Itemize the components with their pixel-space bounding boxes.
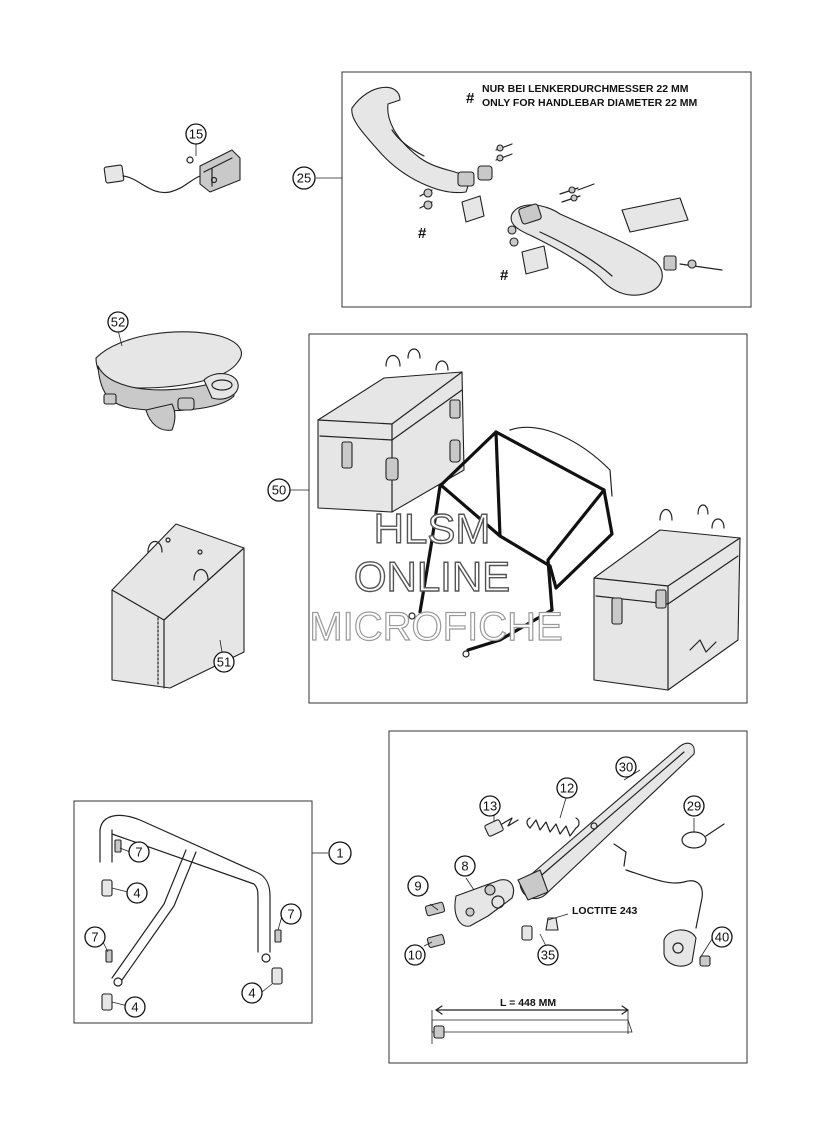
part-13-spring-small[interactable] bbox=[484, 817, 519, 837]
part-15-cable-switch[interactable] bbox=[103, 149, 241, 194]
note-length: L = 448 MM bbox=[500, 997, 556, 1009]
callout-29[interactable]: 29 bbox=[683, 795, 705, 817]
callout-7-right[interactable]: 7 bbox=[280, 903, 302, 925]
callout-52[interactable]: 52 bbox=[107, 311, 129, 333]
svg-text:52: 52 bbox=[111, 315, 125, 330]
svg-text:30: 30 bbox=[619, 760, 633, 775]
part-1-rack-bar[interactable] bbox=[99, 814, 283, 1011]
frame-handguards bbox=[341, 71, 752, 308]
part-40-side-stand-switch[interactable] bbox=[613, 843, 711, 967]
part-51-box[interactable] bbox=[111, 523, 245, 689]
svg-text:8: 8 bbox=[461, 859, 468, 874]
watermark-line-1: HLSM bbox=[374, 505, 491, 552]
callout-50[interactable]: 50 bbox=[267, 478, 291, 502]
svg-text:4: 4 bbox=[131, 1000, 138, 1015]
part-35-stud[interactable] bbox=[521, 917, 559, 941]
part-12-spring[interactable] bbox=[526, 817, 580, 837]
part-10-screw[interactable] bbox=[426, 933, 446, 949]
svg-text:50: 50 bbox=[272, 483, 286, 498]
svg-text:40: 40 bbox=[715, 930, 729, 945]
svg-text:15: 15 bbox=[189, 127, 203, 142]
callout-7-upper[interactable]: 7 bbox=[128, 841, 150, 863]
callout-40[interactable]: 40 bbox=[711, 926, 733, 948]
callout-30[interactable]: 30 bbox=[615, 756, 637, 778]
stand-length-dimension bbox=[431, 1005, 633, 1044]
watermark-line-2: ONLINE bbox=[354, 553, 510, 600]
svg-text:12: 12 bbox=[560, 781, 574, 796]
svg-text:51: 51 bbox=[217, 655, 231, 670]
callout-25[interactable]: 25 bbox=[292, 166, 316, 190]
callout-9[interactable]: 9 bbox=[407, 875, 429, 897]
callout-35[interactable]: 35 bbox=[537, 944, 559, 966]
callout-15[interactable]: 15 bbox=[185, 123, 207, 145]
svg-text:4: 4 bbox=[248, 986, 255, 1001]
svg-text:7: 7 bbox=[91, 930, 98, 945]
svg-text:10: 10 bbox=[408, 948, 422, 963]
svg-text:7: 7 bbox=[135, 845, 142, 860]
callout-7-lower-left[interactable]: 7 bbox=[84, 926, 106, 948]
part-9-screw[interactable] bbox=[424, 901, 446, 917]
loctite-leader bbox=[547, 913, 569, 921]
watermark-line-3: MICROFICHE bbox=[309, 605, 562, 649]
svg-text:29: 29 bbox=[687, 799, 701, 814]
part-30-side-stand[interactable] bbox=[517, 742, 695, 901]
part-29-cable-tie[interactable] bbox=[681, 823, 725, 849]
part-50-luggage-system[interactable] bbox=[317, 348, 741, 691]
callout-8[interactable]: 8 bbox=[454, 855, 476, 877]
frame-side-stand bbox=[388, 730, 748, 1064]
svg-text:1: 1 bbox=[336, 846, 343, 861]
callout-13[interactable]: 13 bbox=[479, 795, 501, 817]
frame-rack-bar bbox=[73, 800, 313, 1024]
note-handlebar-de: NUR BEI LENKERDURCHMESSER 22 MM bbox=[482, 83, 689, 95]
hash-mark-2: # bbox=[500, 267, 509, 284]
callout-10[interactable]: 10 bbox=[404, 944, 426, 966]
svg-text:9: 9 bbox=[414, 879, 421, 894]
callout-51[interactable]: 51 bbox=[213, 651, 235, 673]
svg-text:7: 7 bbox=[287, 907, 294, 922]
frame-luggage-boxes bbox=[308, 333, 748, 704]
hash-note-symbol: # bbox=[466, 90, 475, 107]
callout-1[interactable]: 1 bbox=[328, 841, 352, 865]
part-25-handguards[interactable] bbox=[351, 86, 723, 296]
callout-4-right[interactable]: 4 bbox=[241, 982, 263, 1004]
callout-4-upper[interactable]: 4 bbox=[126, 882, 148, 904]
callout-4-lower-left[interactable]: 4 bbox=[124, 996, 146, 1018]
svg-text:35: 35 bbox=[541, 948, 555, 963]
part-8-stand-bracket[interactable] bbox=[454, 879, 515, 927]
watermark: HLSM ONLINE MICROFICHE bbox=[309, 504, 564, 649]
svg-text:13: 13 bbox=[483, 799, 497, 814]
note-handlebar-en: ONLY FOR HANDLEBAR DIAMETER 22 MM bbox=[482, 97, 698, 109]
callout-12[interactable]: 12 bbox=[556, 777, 578, 799]
note-loctite: LOCTITE 243 bbox=[572, 905, 638, 917]
part-52-seat[interactable] bbox=[95, 331, 242, 431]
svg-text:25: 25 bbox=[297, 171, 311, 186]
svg-text:4: 4 bbox=[133, 886, 140, 901]
hash-mark-1: # bbox=[418, 225, 427, 242]
